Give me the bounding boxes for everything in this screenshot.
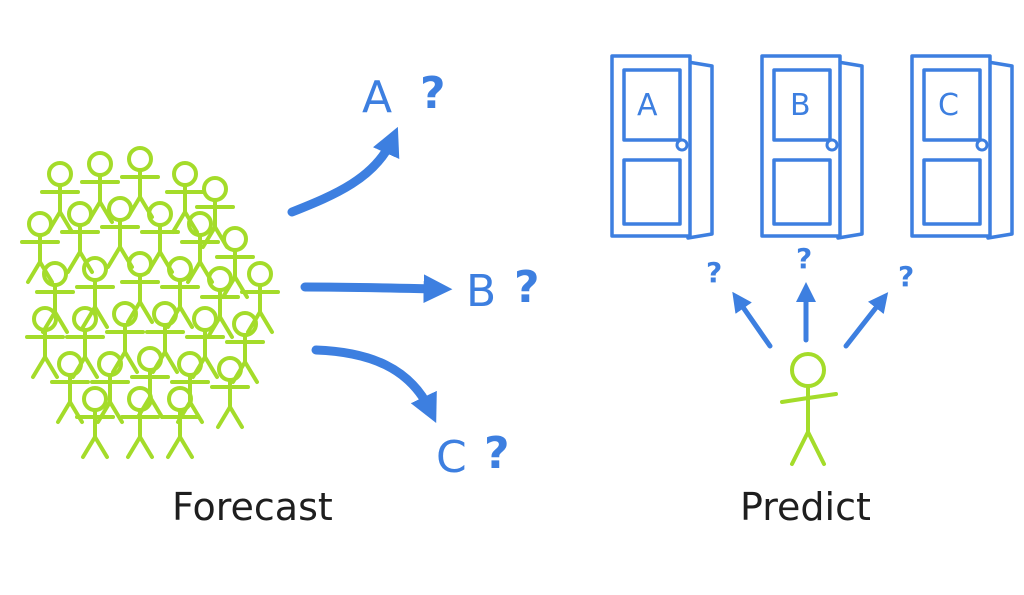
crowd-of-stick-figures-icon (20, 146, 280, 459)
crowd-stick-figure (80, 151, 120, 224)
door-a: A (610, 54, 714, 240)
question-mark: ? (484, 428, 510, 479)
door-knob-icon (975, 138, 989, 152)
door-label: A (637, 88, 658, 123)
arrow-to-door-a (732, 291, 773, 349)
arrow-to-c (311, 345, 437, 423)
crowd-stick-figure (160, 386, 200, 459)
outcome-letter: B (466, 266, 496, 317)
crowd-stick-figure (215, 226, 255, 299)
crowd-stick-figure (120, 386, 160, 459)
arrow-to-a (287, 126, 400, 217)
door-c: C (910, 54, 1014, 240)
arrow-to-b (300, 274, 453, 304)
door-knob-icon (675, 138, 689, 152)
outcome-b: B ? (466, 262, 540, 317)
question-mark: ? (420, 68, 446, 119)
crowd-stick-figure (210, 356, 250, 429)
crowd-stick-figure (50, 351, 90, 424)
door-label: C (938, 88, 959, 123)
outcome-letter: A (362, 72, 392, 123)
crowd-stick-figure (225, 311, 265, 384)
forecast-caption: Forecast (172, 485, 333, 529)
outcome-a: A ? (362, 68, 446, 123)
crowd-stick-figure (20, 211, 60, 284)
door-knob-icon (825, 138, 839, 152)
outcome-c: C ? (436, 428, 510, 483)
outcome-letter: C (436, 432, 467, 483)
question-mark-left: ? (706, 256, 722, 289)
door-b: B (760, 54, 864, 240)
stick-figure-icon (780, 352, 838, 466)
question-mark: ? (514, 262, 540, 313)
predict-caption: Predict (740, 485, 871, 529)
forecast-arrows (287, 126, 453, 423)
question-mark-right: ? (898, 260, 914, 293)
door-label: B (790, 88, 811, 123)
crowd-stick-figure (165, 161, 205, 234)
crowd-stick-figure (60, 201, 100, 274)
question-mark-center: ? (796, 242, 812, 275)
predict-arrows (732, 282, 889, 349)
arrow-to-door-c (843, 292, 889, 349)
